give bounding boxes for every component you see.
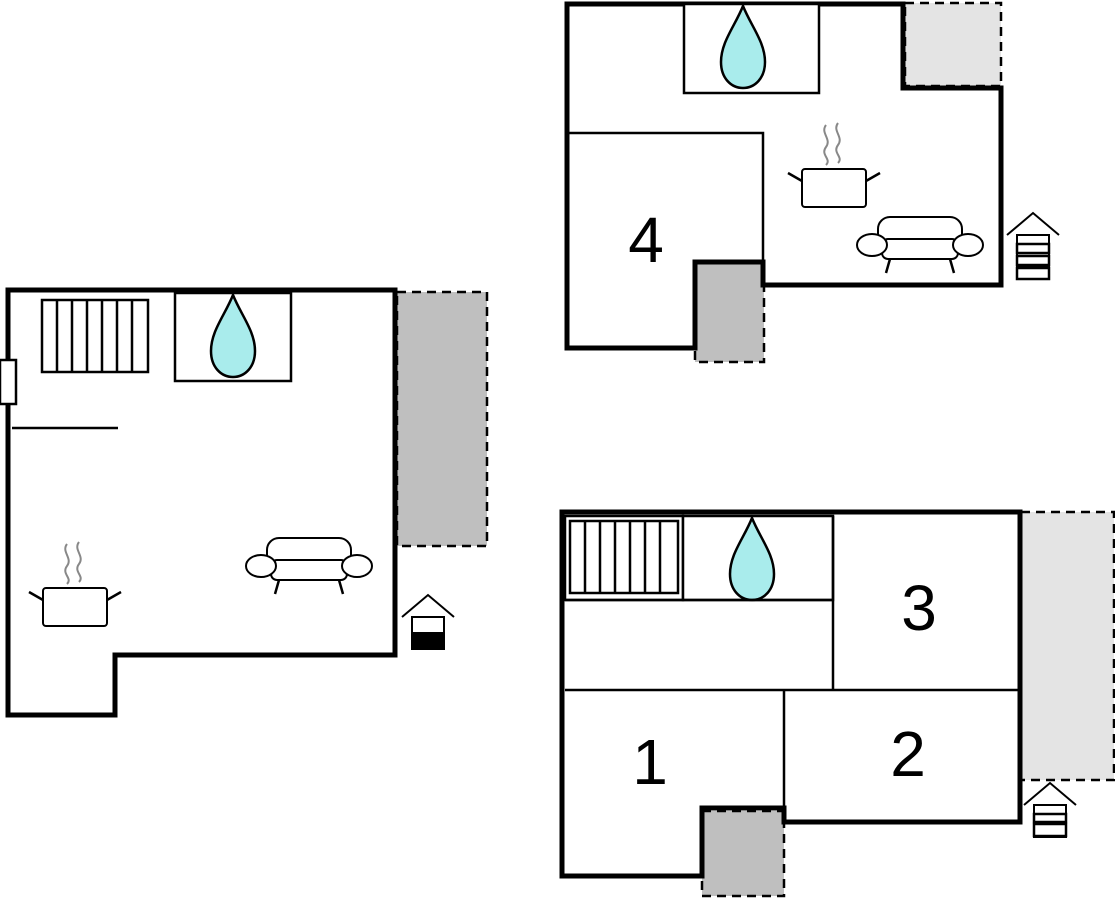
room-label-3: 3	[901, 572, 937, 644]
radiator-icon	[568, 519, 680, 595]
balcony-upper	[693, 260, 766, 364]
armchair-icon	[244, 536, 374, 596]
room-label-2: 2	[890, 718, 926, 790]
door-marker-ground	[0, 358, 18, 406]
room-label-1: 1	[632, 726, 668, 798]
radiator-icon	[40, 298, 150, 374]
entrance-icon	[1023, 782, 1077, 838]
floor-upper: 4	[564, 1, 1060, 364]
terrace-lower-right	[1019, 510, 1115, 782]
cooking-pot-icon	[27, 540, 123, 628]
outer-wall-upper	[564, 1, 1004, 351]
balcony-lower-right	[700, 809, 786, 898]
terrace-ground	[395, 290, 489, 548]
floor-lower-right: 3 1 2	[559, 509, 1115, 898]
floor-ground	[0, 287, 489, 718]
outer-wall-ground	[5, 287, 398, 718]
cooking-pot-icon	[786, 121, 882, 209]
entrance-icon	[401, 594, 455, 650]
armchair-icon	[855, 215, 985, 275]
terrace-upper	[903, 1, 1003, 88]
entrance-icon	[1006, 212, 1060, 281]
room-4-walls	[567, 131, 765, 262]
room-label-4: 4	[628, 204, 664, 276]
